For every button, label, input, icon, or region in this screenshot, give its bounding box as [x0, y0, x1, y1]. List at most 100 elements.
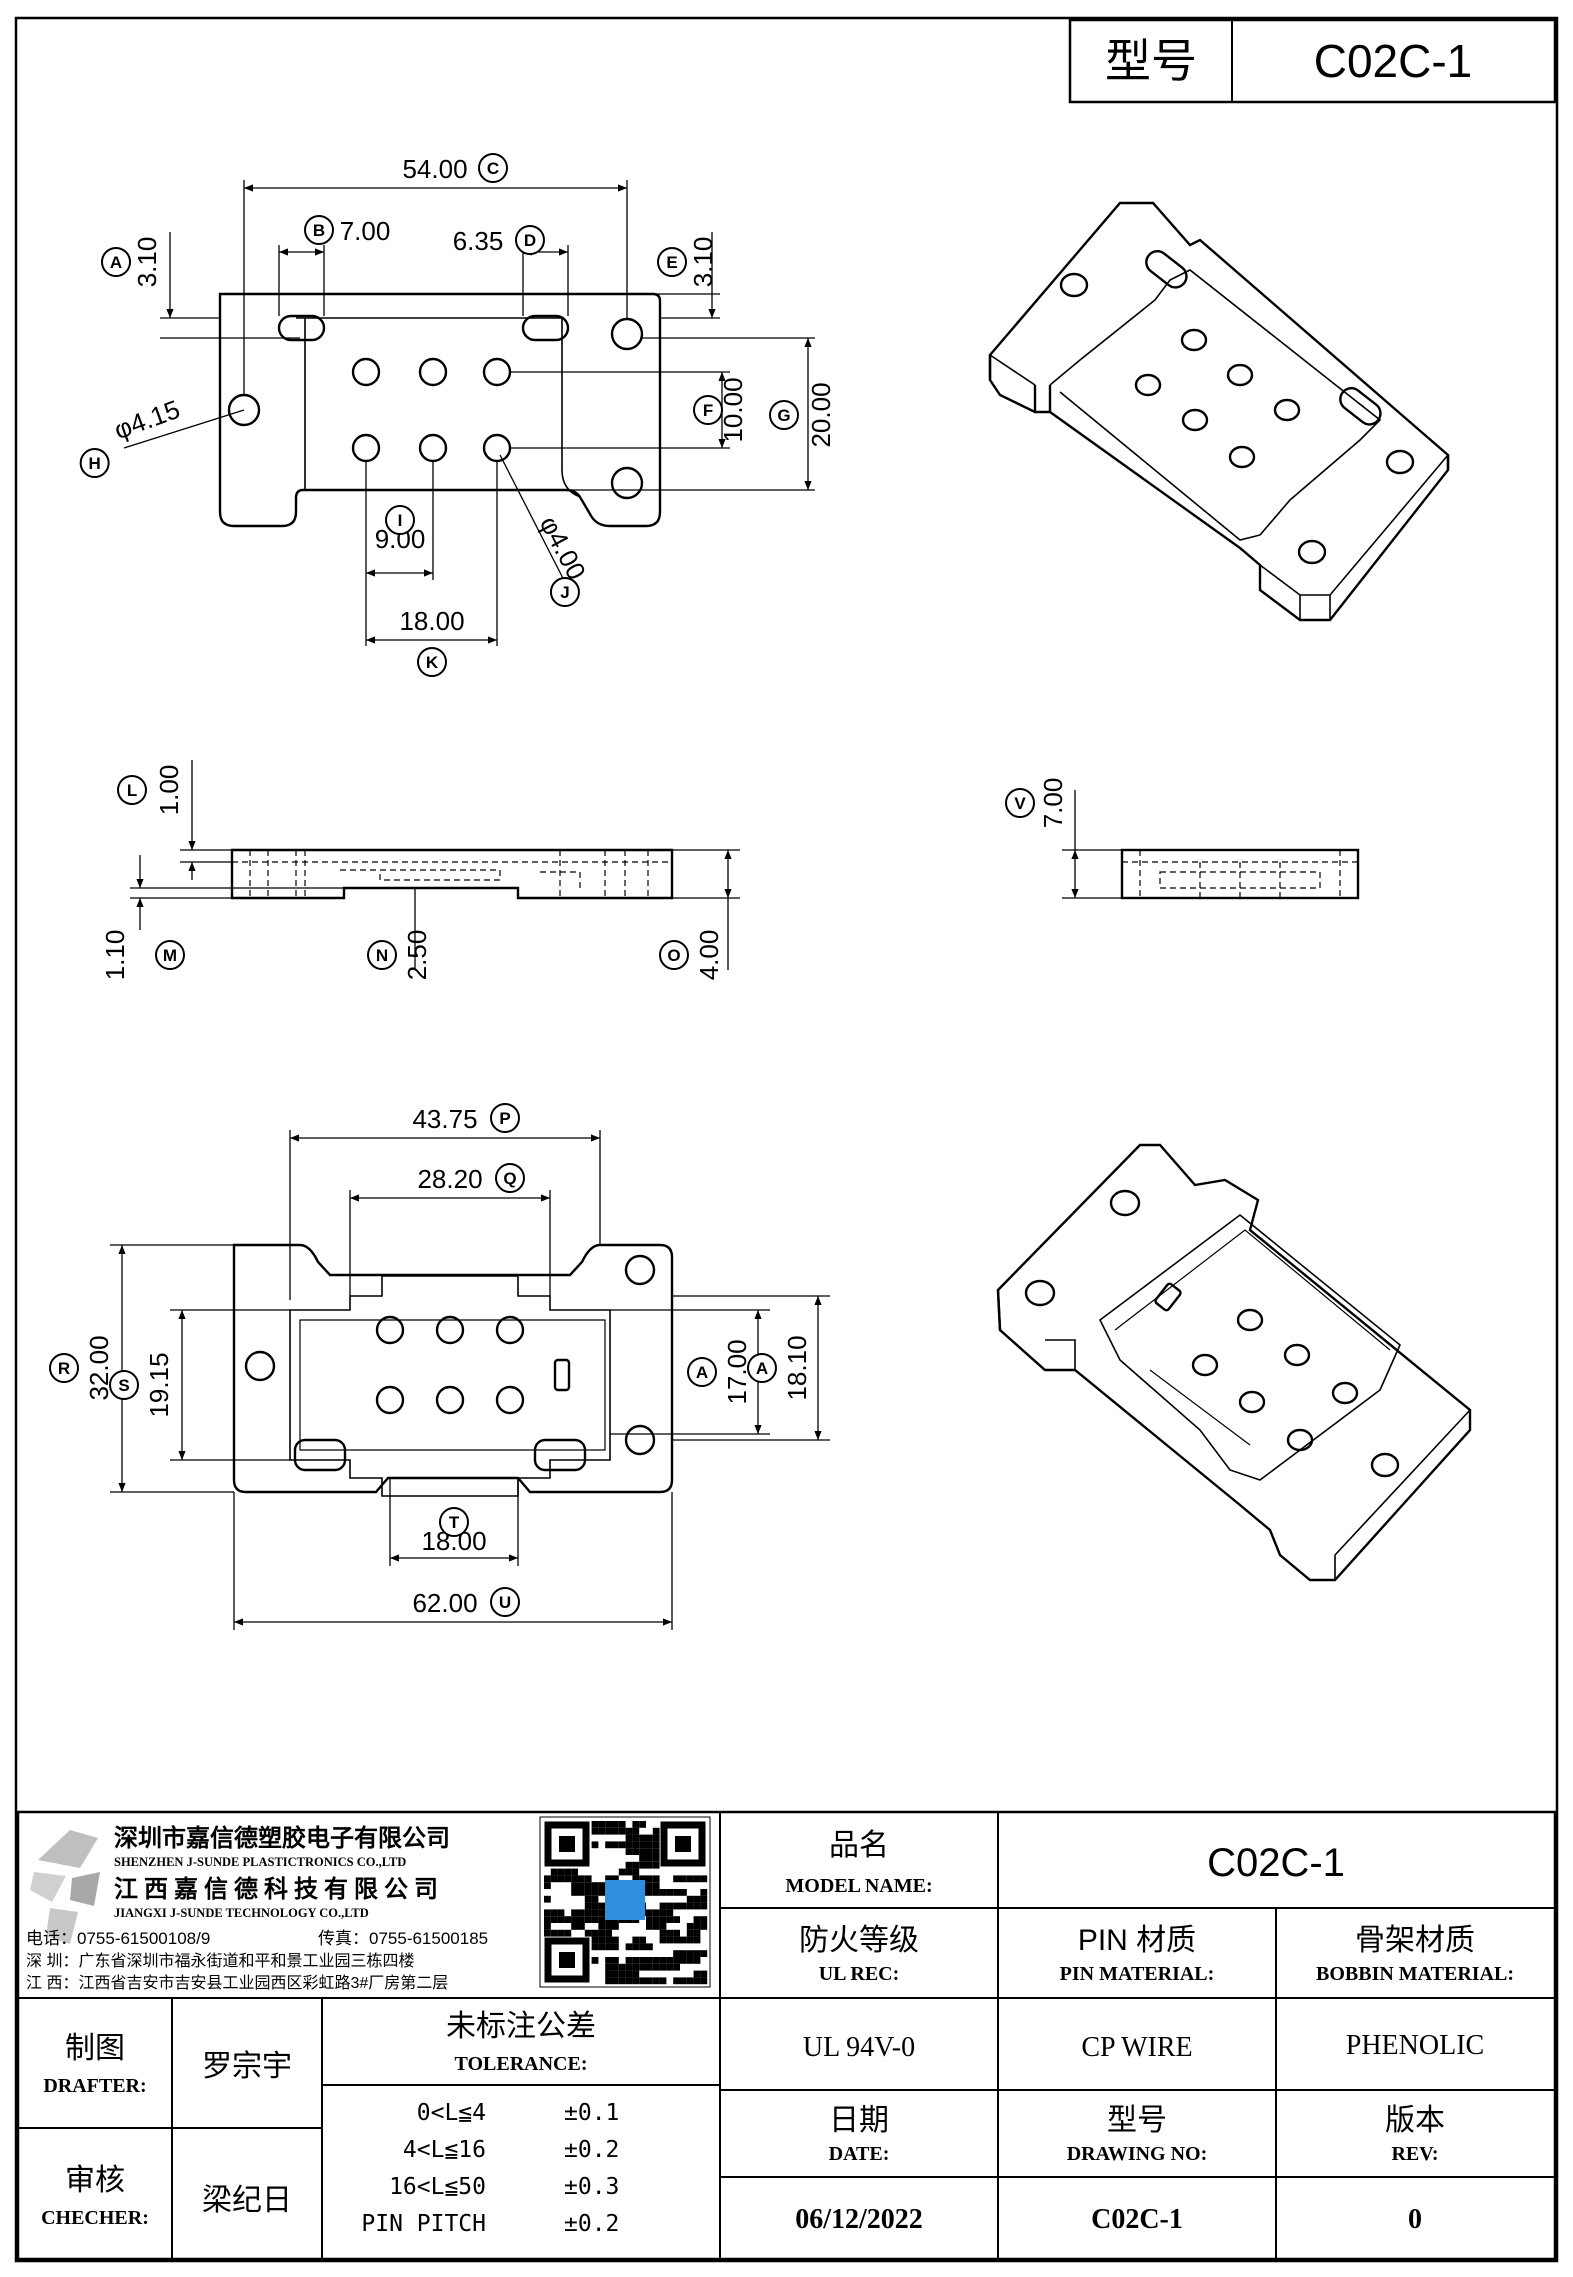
dimension-tag: A	[101, 247, 131, 277]
company-address-jiangxi: 江 西：江西省吉安市吉安县工业园西区彩虹路3#厂房第二层	[26, 1974, 448, 1992]
company-address-shenzhen: 深 圳：广东省深圳市福永街道和平和景工业园三栋四楼	[26, 1952, 414, 1970]
dimension-label: 18.10A	[747, 1335, 812, 1401]
dimension-tag: A	[687, 1357, 717, 1387]
dimension-tag-letter: A	[756, 1359, 768, 1378]
checker-value: 梁纪日	[202, 2184, 292, 2217]
dimension-label: 54.00 C	[402, 153, 508, 184]
bobbin-material-label-cn: 骨架材质	[1355, 1924, 1475, 1957]
dimension-tag-letter: J	[560, 583, 569, 602]
dimension-tag: P	[490, 1103, 520, 1133]
top-view-inner-right	[560, 317, 581, 498]
dimension-tag: K	[417, 647, 447, 677]
dimension-tag-letter: A	[110, 253, 122, 272]
dimension-tag: D	[515, 225, 545, 255]
dimension-value: 3.10	[132, 237, 162, 288]
dimension-tag-letter: N	[376, 946, 388, 965]
iso-view-bottom	[996, 1143, 1472, 1582]
drafter-label-cn: 制图	[65, 2032, 125, 2065]
dimension-tag: I	[385, 505, 415, 535]
pin-material-value: CP WIRE	[1081, 2032, 1192, 2063]
date-label-en: DATE:	[829, 2143, 890, 2165]
top-view-mount-hole	[610, 317, 644, 351]
dimension-tag-letter: V	[1014, 794, 1026, 813]
side-view-right-dim-lines	[1062, 790, 1122, 899]
dimension-tag: J	[549, 577, 580, 608]
top-view-pin-hole	[351, 357, 381, 387]
rev-label-cn: 版本	[1385, 2104, 1445, 2137]
dimension-tag-letter: T	[449, 1513, 460, 1532]
dimension-tag-letter: Q	[503, 1169, 516, 1188]
drafter-label-en: DRAFTER:	[43, 2075, 146, 2097]
ul-rec-value: UL 94V-0	[803, 2032, 915, 2063]
dimension-tag-letter: O	[667, 946, 680, 965]
date-value: 06/12/2022	[795, 2204, 923, 2235]
dimension-label: 32.00R	[49, 1335, 114, 1401]
drawing-no-label-en: DRAWING NO:	[1067, 2143, 1208, 2165]
dimension-tag-letter: U	[499, 1593, 511, 1612]
dimension-label: 17.00A	[687, 1339, 752, 1405]
tolerance-range: 4<L≦16	[403, 2137, 486, 2163]
title-block: 深圳市嘉信德塑胶电子有限公司 SHENZHEN J-SUNDE PLASTICT…	[16, 1810, 1557, 2261]
dimension-value: 1.10	[100, 930, 130, 981]
ul-rec-label-cn: 防火等级	[799, 1924, 919, 1957]
rev-value: 0	[1408, 2204, 1422, 2235]
dimension-label: 62.00 U	[412, 1587, 520, 1618]
top-view-slot-left	[277, 314, 326, 342]
dimension-value: 6.35	[453, 226, 504, 256]
dimension-value: 19.15	[144, 1352, 174, 1417]
dimension-value: 62.00	[412, 1588, 477, 1618]
ul-rec-label-en: UL REC:	[819, 1963, 900, 1985]
dimension-value: φ4.15	[110, 394, 184, 445]
dimension-value: 3.10	[688, 237, 718, 288]
tolerance-label-cn: 未标注公差	[446, 2010, 596, 2043]
company-name-en-2: JIANGXI J-SUNDE TECHNOLOGY CO.,LTD	[114, 1906, 369, 1920]
dimension-label: 6.35 D	[453, 225, 545, 256]
dimension-label: 3.10 A	[101, 237, 162, 288]
company-name-en-1: SHENZHEN J-SUNDE PLASTICTRONICS CO.,LTD	[114, 1855, 406, 1869]
dimension-label: 3.10 E	[657, 237, 718, 288]
dimension-tag-letter: K	[426, 653, 439, 672]
model-name-value: C02C-1	[1207, 1841, 1345, 1885]
dimension-value: 1.00	[154, 765, 184, 816]
tolerance-range: 0<L≦4	[417, 2100, 486, 2126]
model-name-label-cn: 品名	[829, 1829, 889, 1862]
top-view-slot-right	[521, 314, 570, 342]
dimension-tag-letter: L	[127, 781, 137, 800]
dimension-label: 43.75 P	[412, 1103, 520, 1134]
dimension-tag: G	[769, 400, 799, 430]
tolerance-value: ±0.1	[564, 2100, 619, 2126]
top-view-inner-left	[296, 317, 306, 490]
top-view-outline	[218, 292, 662, 528]
dimension-tag-letter: R	[58, 1359, 70, 1378]
dimension-label: 19.15S	[109, 1352, 174, 1418]
dimension-tag: A	[747, 1353, 777, 1383]
dimension-value: φ4.00	[534, 511, 592, 585]
dimension-tag-letter: E	[666, 253, 677, 272]
dimension-tag-letter: C	[487, 159, 499, 178]
tolerance-value: ±0.2	[564, 2137, 619, 2163]
drafter-value: 罗宗宇	[202, 2050, 292, 2083]
dimension-tag: Q	[495, 1163, 525, 1193]
dimension-tag: S	[109, 1370, 139, 1400]
top-view-pin-hole	[482, 357, 512, 387]
dimension-tag: R	[49, 1353, 79, 1383]
top-view-pin-hole	[418, 357, 448, 387]
dimension-label: 9.00I	[375, 505, 425, 554]
dimension-value: 7.00	[340, 216, 391, 246]
dimension-value: 54.00	[402, 154, 467, 184]
dimension-label: 18.00K	[399, 606, 465, 677]
dimension-tag-letter: B	[313, 221, 325, 240]
dimension-label: 2.50N	[367, 930, 432, 980]
rev-label-en: REV:	[1391, 2143, 1438, 2165]
dimension-value: 20.00	[806, 382, 836, 447]
dimension-label: 18.00T	[421, 1507, 487, 1556]
dimension-value: 43.75	[412, 1104, 477, 1134]
pin-material-label-cn: PIN 材质	[1078, 1924, 1196, 1957]
qr-code	[539, 1816, 711, 1988]
dimension-tag-letter: A	[696, 1363, 708, 1382]
checker-label-cn: 审核	[65, 2164, 125, 2197]
dimension-tag-letter: G	[777, 406, 790, 425]
